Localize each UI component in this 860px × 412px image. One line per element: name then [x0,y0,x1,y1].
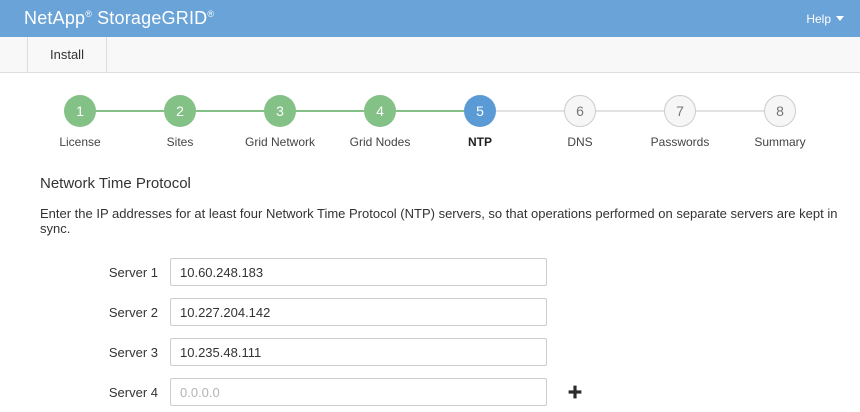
tab-bar-leading-spacer [0,37,28,72]
form-row-server-4: Server 4 [40,378,860,406]
brand-logo: NetApp®StorageGRID® [24,8,214,29]
form-row-server-2: Server 2 [40,298,860,326]
server-1-input[interactable] [170,258,547,286]
main-content: Network Time Protocol Enter the IP addre… [0,149,860,406]
registered-mark-icon-2: ® [207,9,215,19]
help-menu[interactable]: Help [806,12,844,26]
step-label: Grid Nodes [349,135,411,149]
step-number-badge: 2 [164,95,196,127]
form-row-server-3: Server 3 [40,338,860,366]
server-3-input[interactable] [170,338,547,366]
registered-mark-icon: ® [85,9,93,19]
step-label: Sites [166,135,194,149]
brand-name-storagegrid: StorageGRID [97,8,208,28]
wizard-step-license[interactable]: 1 License [30,95,180,149]
step-label: Grid Network [244,135,315,149]
step-connector [280,110,380,112]
step-label: License [59,135,101,149]
wizard-step-dns[interactable]: 6 DNS [530,95,680,149]
step-number-badge: 7 [664,95,696,127]
step-number-badge: 6 [564,95,596,127]
chevron-down-icon [836,16,844,21]
step-number-badge: 4 [364,95,396,127]
server-3-label: Server 3 [108,344,158,360]
step-connector [180,110,280,112]
wizard-step-passwords[interactable]: 7 Passwords [630,95,780,149]
step-label: Passwords [650,135,710,149]
step-label: Summary [754,135,806,149]
wizard-step-sites[interactable]: 2 Sites [130,95,280,149]
server-4-input[interactable] [170,378,547,406]
step-label: NTP [468,135,492,149]
step-connector [580,110,680,112]
page-title: Network Time Protocol [40,175,191,192]
wizard-stepper: 1 License 2 Sites 3 Grid Network 4 Grid … [0,95,860,149]
tab-install[interactable]: Install [28,37,107,72]
wizard-step-ntp[interactable]: 5 NTP [430,95,580,149]
app-header: NetApp®StorageGRID® Help [0,0,860,37]
step-connector [680,110,780,112]
server-1-label: Server 1 [108,264,158,280]
server-2-label: Server 2 [108,304,158,320]
step-number-badge: 3 [264,95,296,127]
brand-name-netapp: NetApp [24,8,86,28]
server-2-input[interactable] [170,298,547,326]
page-description: Enter the IP addresses for at least four… [40,206,838,236]
tab-bar: Install [0,37,860,73]
server-4-label: Server 4 [108,384,158,400]
step-label: DNS [567,135,593,149]
plus-icon [568,385,582,399]
add-server-button[interactable] [565,382,585,402]
wizard-step-grid-nodes[interactable]: 4 Grid Nodes [330,95,480,149]
wizard-step-summary[interactable]: 8 Summary [730,95,830,149]
step-connector [480,110,580,112]
step-connector [380,110,480,112]
help-label: Help [806,11,831,26]
step-number-badge: 8 [764,95,796,127]
form-row-server-1: Server 1 [40,258,860,286]
tab-install-label: Install [50,47,84,62]
wizard-step-grid-network[interactable]: 3 Grid Network [230,95,380,149]
step-connector [80,110,180,112]
step-number-badge: 1 [64,95,96,127]
step-number-badge: 5 [464,95,496,127]
